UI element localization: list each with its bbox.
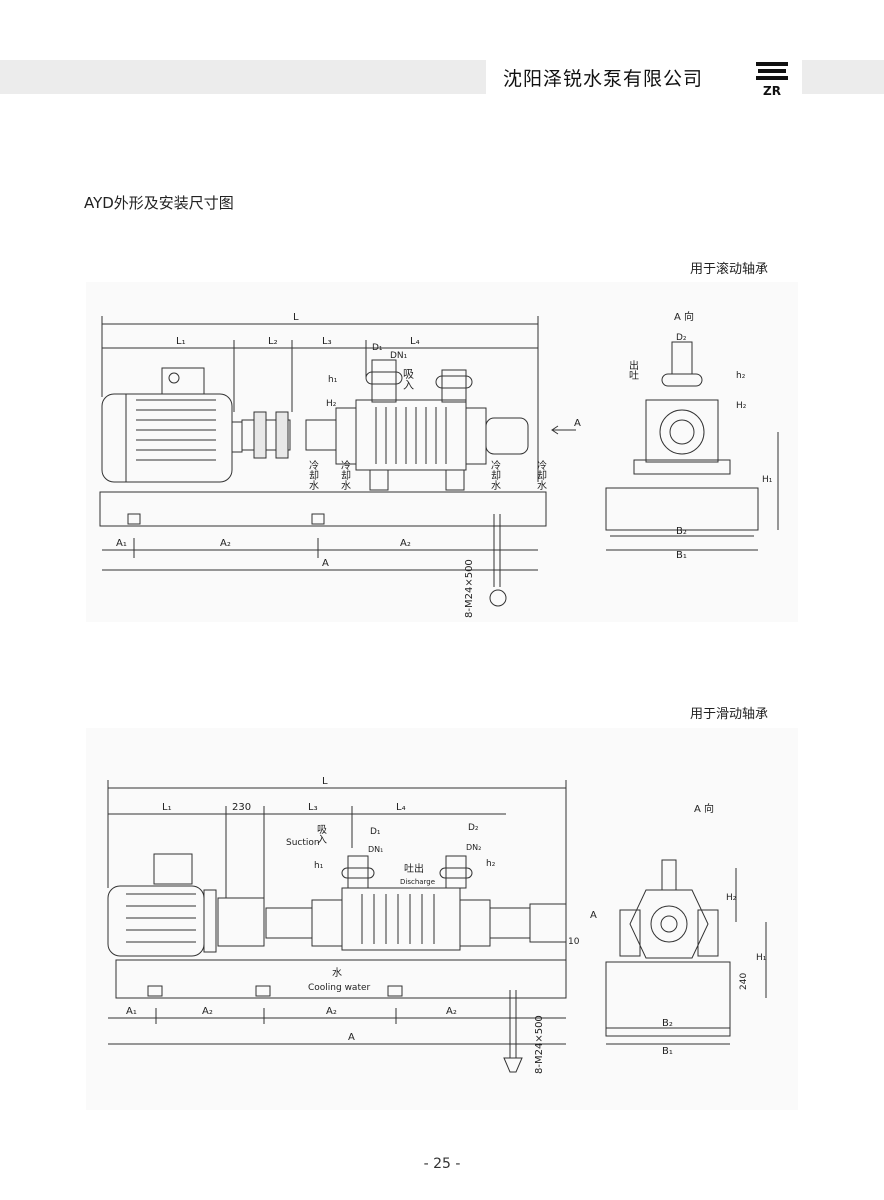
f1-label-A2-2: A₂ [400,538,411,549]
f2-label-H1: H₁ [756,953,767,963]
f1-label-cooling-1: 冷却水 [307,459,319,490]
figure1-caption: 用于滚动轴承 [690,262,769,277]
logo-text: ZR [763,84,781,98]
f1-label-D2: D₂ [676,333,687,343]
f1-label-h1: h₁ [328,375,338,385]
f1-label-A1: A₁ [116,538,127,549]
f2-label-h2: h₂ [486,859,496,869]
f2-label-A2-2: A₂ [326,1006,337,1017]
f1-label-L4: L₄ [410,336,420,347]
f2-label-view: A 向 [694,802,714,815]
f1-label-H2: H₂ [326,399,337,409]
f1-label-A: A [322,558,329,569]
section-title: AYD外形及安装尺寸图 [84,194,234,212]
f1-label-cooling-3: 冷却水 [489,459,501,490]
f2-label-A: A [348,1032,355,1043]
f2-label-B1: B₁ [662,1046,673,1057]
f2-label-water: 水 [332,967,342,979]
f2-label-cooling-en: Cooling water [308,983,371,993]
f1-label-view: A 向 [674,310,694,323]
f1-label-h2: h₂ [736,371,746,381]
f1-label-B1: B₁ [676,550,687,561]
f1-label-L1: L₁ [176,336,186,347]
f1-label-L2: L₂ [268,336,278,347]
f2-label-suction: 吸入 [315,824,327,844]
f1-label-H1: H₁ [762,475,773,485]
figure2-caption: 用于滑动轴承 [690,707,769,722]
f1-label-H2-view: H₂ [736,401,747,411]
company-name: 沈阳泽锐水泵有限公司 [503,68,704,90]
f2-label-A1: A₁ [126,1006,137,1017]
page-number: - 25 - [423,1156,461,1172]
header-title-box [486,56,802,102]
figure1-drawing: L L₁ L₂ L₃ L₄ A D₁ DN₁ 吸入 [86,282,798,622]
f2-label-discharge-en: Discharge [400,878,435,886]
f1-label-L: L [293,312,299,323]
f2-label-bolt: 8-M24×500 [534,1015,545,1074]
f2-label-B2: B₂ [662,1018,673,1029]
f1-label-cooling-2: 冷却水 [339,459,351,490]
f2-label-230: 230 [232,802,251,813]
company-logo: ZR [756,62,788,98]
f1-label-DN1: DN₁ [390,351,408,361]
f1-label-B2: B₂ [676,526,687,537]
f1-label-suction: 吸入 [402,368,415,390]
f2-label-L: L [322,776,328,787]
f2-label-240: 240 [739,973,749,990]
f1-label-L3: L₃ [322,336,332,347]
f2-label-A2-1: A₂ [202,1006,213,1017]
f1-label-A2-1: A₂ [220,538,231,549]
f2-label-h1: h₁ [314,861,324,871]
f1-label-A-arrow: A [574,418,581,429]
f2-label-A2-3: A₂ [446,1006,457,1017]
f1-label-D1: D₁ [372,343,383,353]
f1-label-cooling-4: 冷却水 [535,459,547,490]
f2-label-discharge: 吐出 [404,862,424,875]
f2-label-DN1: DN₁ [368,845,383,854]
f2-label-H2: H₂ [726,893,737,903]
figure2-drawing: L L₁ 230 L₃ L₄ Suction 吸入 D₁ DN₁ D₂ DN₂ … [86,728,798,1110]
f2-label-L4: L₄ [396,802,406,813]
f2-label-A-arrow: A [590,910,597,921]
f1-label-bolt: 8-M24×500 [464,559,475,618]
f2-label-D1: D₁ [370,827,381,837]
f2-label-suction-en: Suction [286,838,320,848]
f1-label-discharge: 出吐 [627,359,639,380]
f2-label-D2: D₂ [468,823,479,833]
f2-label-L1: L₁ [162,802,172,813]
f2-label-L3: L₃ [308,802,318,813]
f2-label-10: 10 [568,937,580,947]
f2-label-DN2: DN₂ [466,843,481,852]
